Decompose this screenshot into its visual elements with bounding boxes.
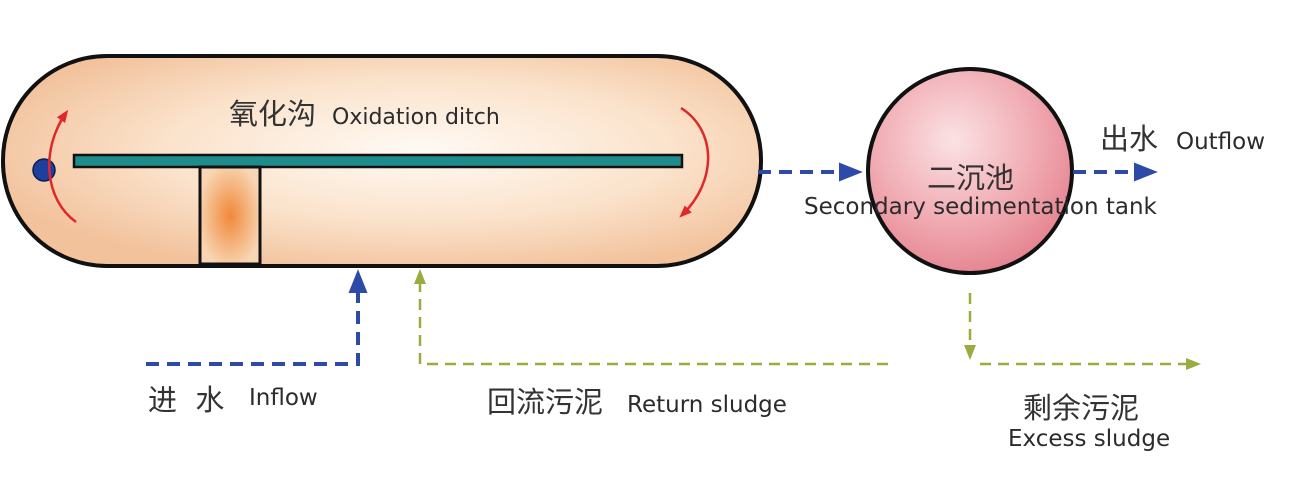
aeration-zone — [198, 165, 262, 266]
inflow-arrow — [146, 269, 368, 366]
rotation-arrow-left — [48, 109, 77, 224]
rotation-arrow-right — [679, 106, 710, 218]
return-sludge-label-en: Return sludge — [627, 392, 787, 418]
return-sludge-arrow — [414, 269, 888, 366]
aerator-dot — [32, 158, 56, 182]
ditch-label-en: Oxidation ditch — [332, 105, 500, 130]
outflow-label-en: Outflow — [1176, 129, 1265, 155]
outflow-label-cn: 出水 — [1100, 122, 1158, 156]
return-sludge-label-cn: 回流污泥 — [487, 385, 603, 419]
excess-sludge-label-en: Excess sludge — [1008, 426, 1170, 452]
inflow-label-cn: 进 水 — [148, 383, 224, 417]
tank-label-en: Secondary sedimentation tank — [804, 194, 1158, 220]
tank-label-cn: 二沉池 — [927, 161, 1014, 195]
ditch-label-cn: 氧化沟 — [229, 97, 316, 131]
rotor-bar — [72, 153, 684, 169]
secondary-tank — [866, 67, 1074, 275]
inflow-label-en: Inflow — [249, 385, 318, 411]
excess-sludge-label-cn: 剩余污泥 — [1023, 391, 1139, 425]
